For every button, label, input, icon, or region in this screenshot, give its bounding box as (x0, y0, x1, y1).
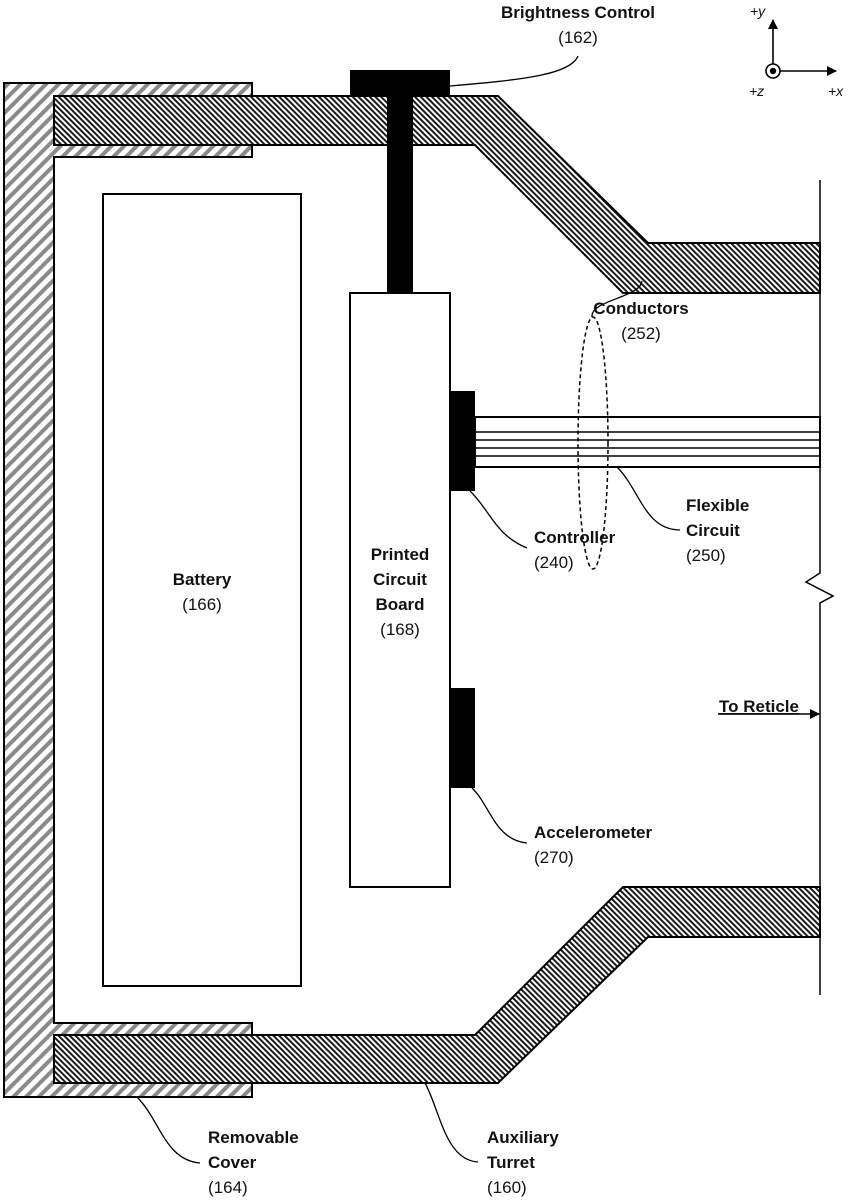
conductors-indicator-ellipse (577, 316, 609, 570)
flexible-circuit-leader (616, 466, 681, 531)
conductors-leader (591, 280, 643, 318)
brightness-control-cap (350, 70, 450, 97)
controller-ref: (240) (534, 553, 574, 572)
axis-label-x: +x (828, 83, 844, 99)
pcb-label-line1: Printed (371, 545, 430, 564)
axis-label-y: +y (750, 3, 766, 19)
pcb-label-line2: Circuit (373, 570, 427, 589)
accelerometer-chip (450, 688, 475, 788)
controller-label: Controller (534, 528, 616, 547)
pcb-block (349, 292, 451, 888)
removable-cover-ref: (164) (208, 1178, 248, 1197)
coordinate-axes-icon (765, 19, 837, 79)
removable-cover-leader (136, 1096, 201, 1164)
auxiliary-turret-label-line2: Turret (487, 1153, 535, 1172)
controller-leader (469, 490, 528, 549)
pcb-ref: (168) (380, 620, 420, 639)
removable-cover-label-line1: Removable (208, 1128, 299, 1147)
conductors-label: Conductors (593, 299, 688, 318)
reticle-boundary-line (804, 180, 835, 995)
accelerometer-label: Accelerometer (534, 823, 653, 842)
controller-chip (450, 391, 475, 491)
accelerometer-ref: (270) (534, 848, 574, 867)
brightness-control-label: Brightness Control (501, 3, 655, 22)
brightness-control-leader (449, 55, 579, 87)
flexible-circuit-ref: (250) (686, 546, 726, 565)
auxiliary-turret-label-line1: Auxiliary (487, 1128, 559, 1147)
conductors-ref: (252) (621, 324, 661, 343)
auxiliary-turret-ref: (160) (487, 1178, 527, 1197)
battery-ref: (166) (182, 595, 222, 614)
flexible-circuit-label-line1: Flexible (686, 496, 749, 515)
to-reticle-label: To Reticle (719, 697, 799, 716)
pcb-label-line3: Board (375, 595, 424, 614)
brightness-control-ref: (162) (558, 28, 598, 47)
flexible-circuit-label-line2: Circuit (686, 521, 740, 540)
auxiliary-turret-leader (424, 1082, 479, 1163)
battery-block (102, 193, 302, 987)
flexible-circuit (474, 416, 821, 468)
axis-label-z: +z (749, 83, 764, 99)
battery-label: Battery (173, 570, 232, 589)
brightness-control-stem (387, 96, 413, 293)
removable-cover-label-line2: Cover (208, 1153, 257, 1172)
accelerometer-leader (471, 787, 528, 844)
